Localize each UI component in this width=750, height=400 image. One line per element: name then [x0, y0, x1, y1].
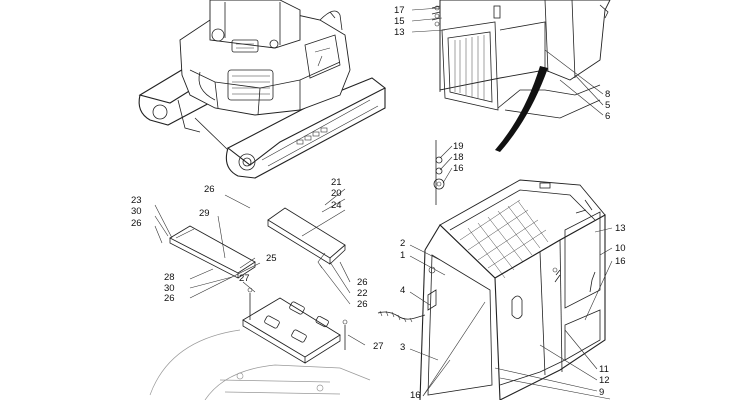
- callout-5: 5: [605, 100, 610, 111]
- callout-24: 24: [331, 200, 342, 211]
- cab-main-view: [419, 179, 606, 400]
- callout-11: 11: [599, 364, 609, 375]
- reference-arrow: [495, 66, 548, 152]
- callout-16: 16: [615, 256, 626, 267]
- callout-29: 29: [199, 208, 210, 219]
- excavator-illustration: [138, 0, 387, 179]
- callout-27: 27: [373, 341, 384, 352]
- leader-lines: [154, 7, 613, 400]
- callout-25: 25: [266, 253, 277, 264]
- callout-12: 12: [599, 375, 610, 386]
- callout-2: 2: [400, 238, 405, 249]
- callout-8: 8: [605, 89, 610, 100]
- callout-30: 30: [164, 283, 175, 294]
- floor-mat-part: [169, 225, 256, 279]
- callout-18: 18: [453, 152, 464, 163]
- callout-26: 26: [357, 277, 368, 288]
- fastener-detail: [433, 140, 445, 205]
- callout-26: 26: [204, 184, 215, 195]
- callout-27: 27: [239, 273, 250, 284]
- callout-13: 13: [615, 223, 626, 234]
- callout-13: 13: [394, 27, 405, 38]
- callout-9: 9: [599, 387, 604, 398]
- callout-16: 16: [410, 390, 421, 400]
- callout-6: 6: [605, 111, 610, 122]
- callout-16: 16: [453, 163, 464, 174]
- callout-1: 1: [400, 250, 405, 261]
- callout-26: 26: [131, 218, 142, 229]
- base-outline: [149, 329, 371, 400]
- callout-30: 30: [131, 206, 142, 217]
- callout-20: 20: [331, 188, 342, 199]
- callout-10: 10: [615, 243, 626, 254]
- callout-26: 26: [164, 293, 175, 304]
- cab-top-view: [431, 0, 611, 119]
- callout-19: 19: [453, 141, 464, 152]
- callout-26: 26: [357, 299, 368, 310]
- callout-3: 3: [400, 342, 405, 353]
- callout-4: 4: [400, 285, 405, 296]
- floor-plate-part: [242, 287, 348, 364]
- callout-17: 17: [394, 5, 405, 16]
- callout-21: 21: [331, 177, 342, 188]
- callout-23: 23: [131, 195, 142, 206]
- callout-22: 22: [357, 288, 368, 299]
- hose-link: [377, 311, 426, 320]
- callout-15: 15: [394, 16, 405, 27]
- callout-28: 28: [164, 272, 175, 283]
